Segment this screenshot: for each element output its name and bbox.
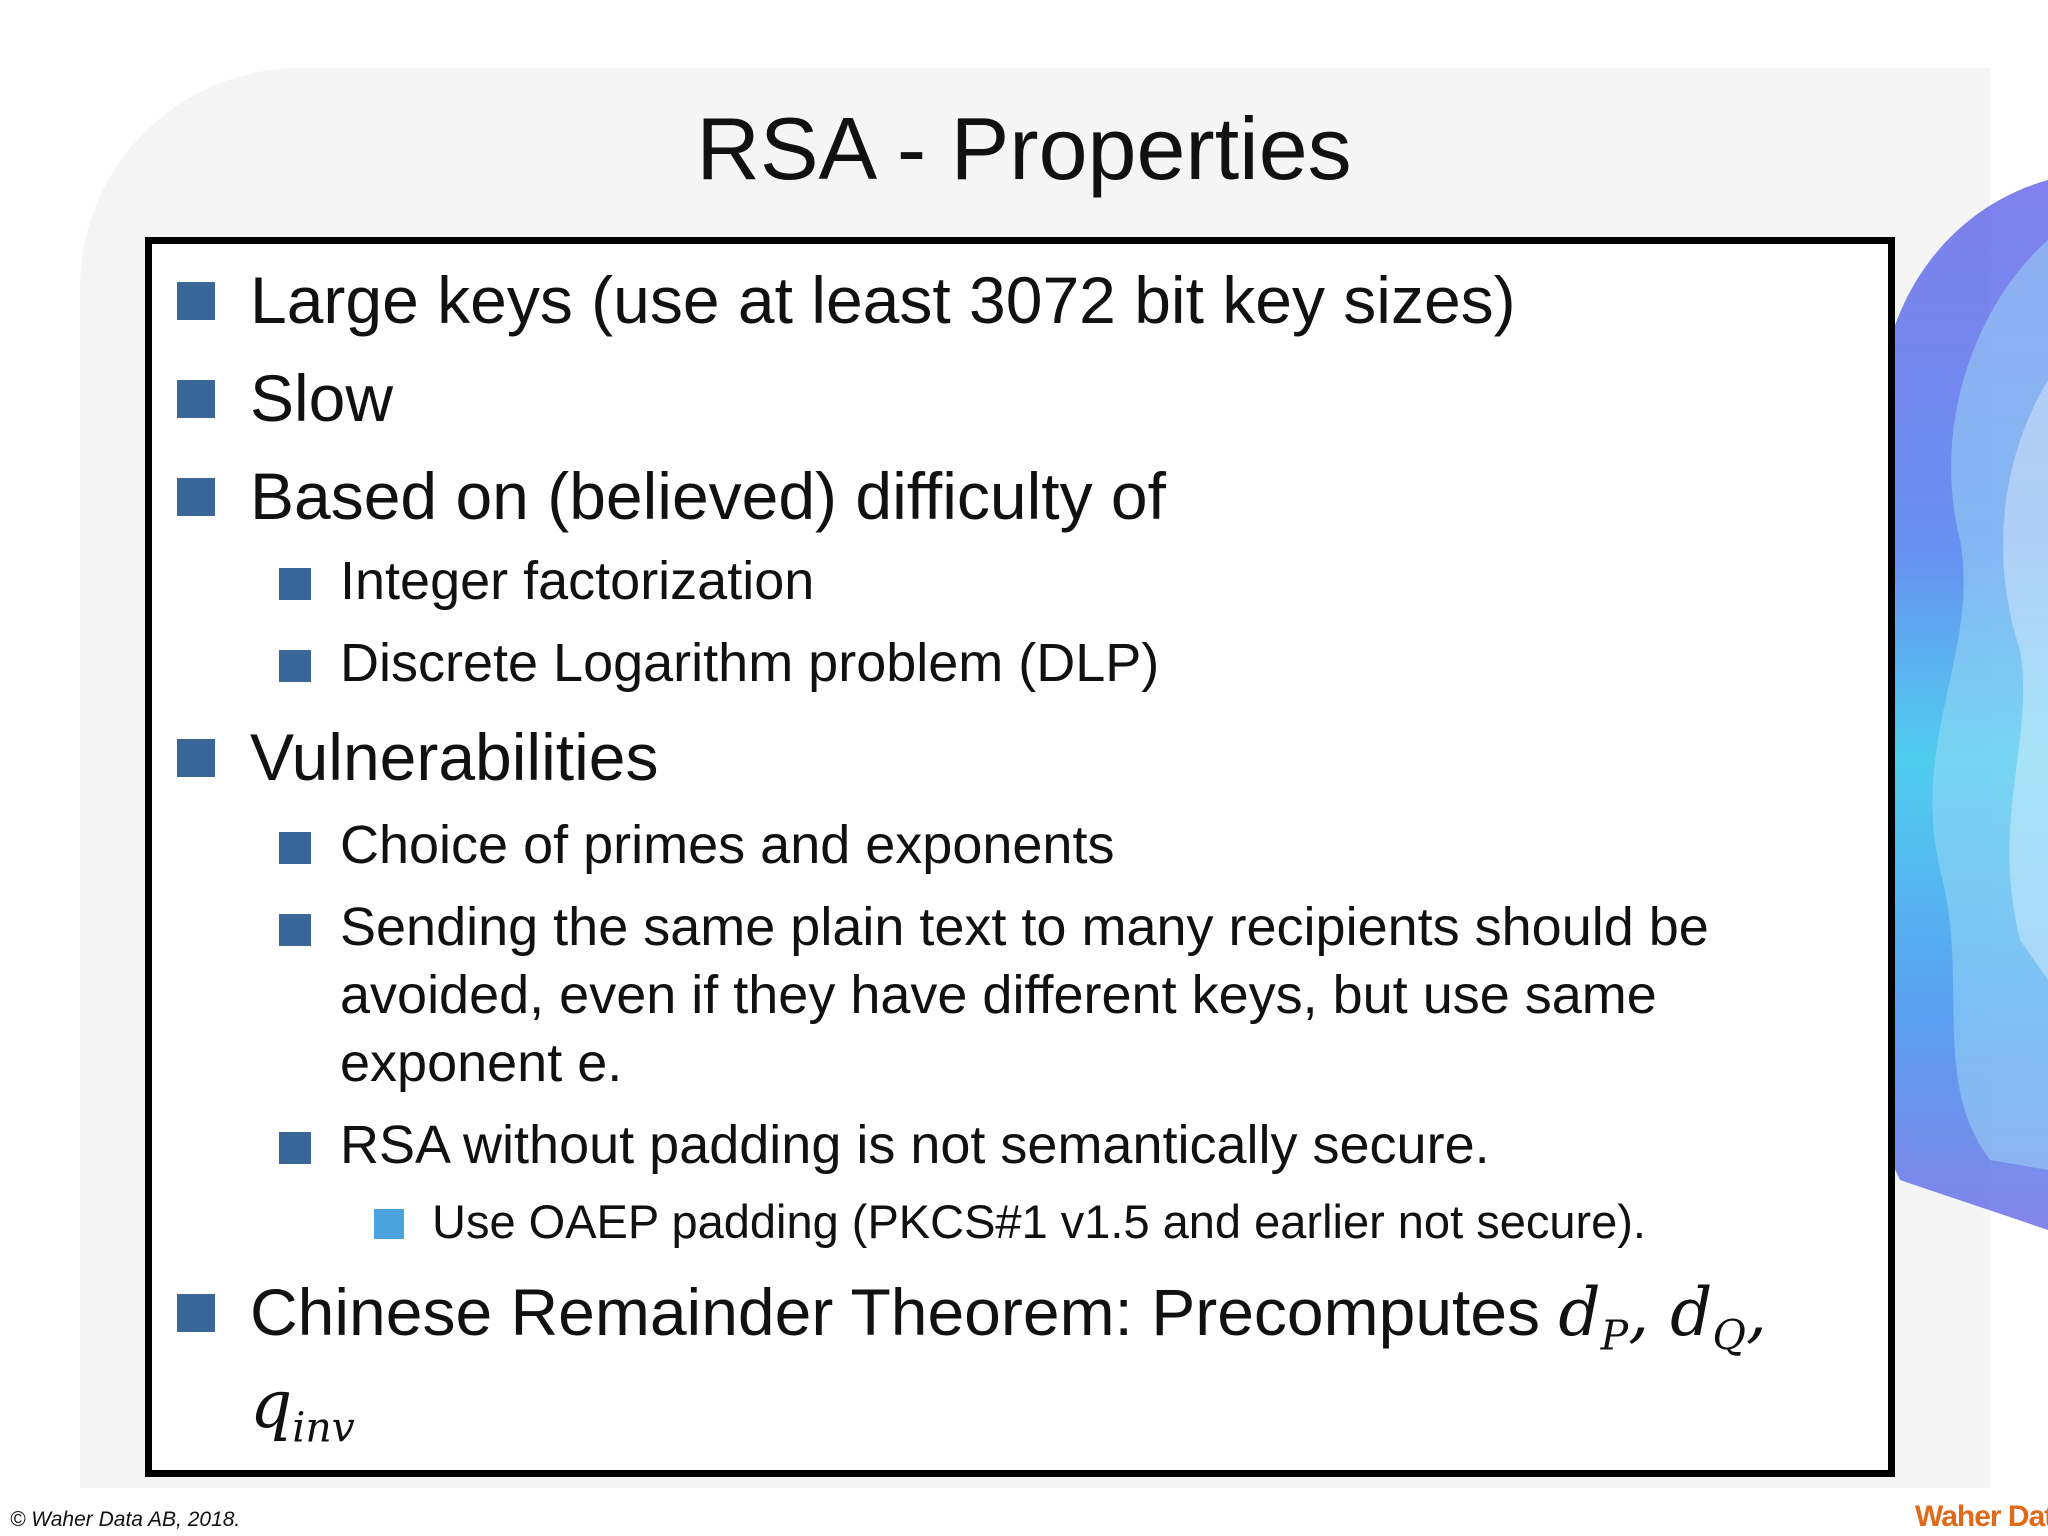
waher-data-logo: Waher Data xyxy=(1915,1500,2048,1533)
bullet-square-icon xyxy=(279,650,311,682)
decorative-swirl-image xyxy=(1851,180,2048,1230)
crt-math-dp-dq: dP, dQ, xyxy=(1558,1274,1767,1360)
bullet-square-icon xyxy=(177,739,215,777)
bullet-square-icon xyxy=(177,380,215,418)
bullet-square-icon xyxy=(374,1209,404,1239)
bullet-square-icon xyxy=(177,1294,215,1332)
content-box: Large keys (use at least 3072 bit key si… xyxy=(145,237,1895,1477)
bullet-square-icon xyxy=(279,568,311,600)
bullet-square-icon xyxy=(279,1132,311,1164)
bullet-square-icon xyxy=(279,914,311,946)
crt-math-qinv: qinv xyxy=(250,1366,355,1452)
bullet-square-icon xyxy=(177,282,215,320)
crt-line-2: qinv xyxy=(250,1366,355,1451)
bullet-square-icon xyxy=(177,478,215,516)
crt-line-1: Chinese Remainder Theorem: Precomputes d… xyxy=(250,1274,1767,1360)
slide-title: RSA - Properties xyxy=(696,99,1352,198)
copyright-text: © Waher Data AB, 2018. xyxy=(10,1508,241,1531)
bullet-square-icon xyxy=(279,832,311,864)
